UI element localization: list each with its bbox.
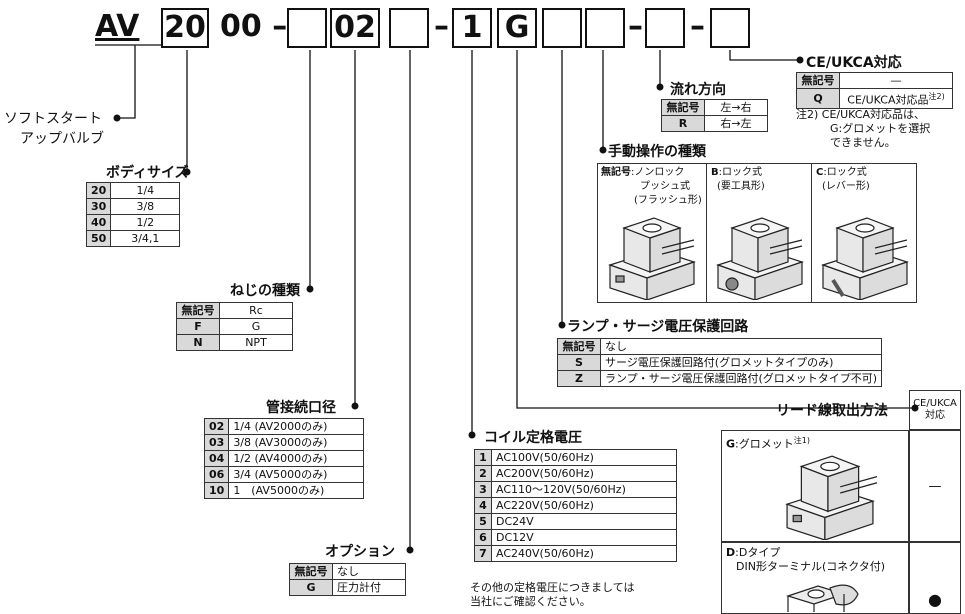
valve-illustration (608, 217, 696, 300)
ce-note-line2: G:グロメットを選択 (830, 122, 931, 135)
ce-note-line1: 注2) CE/UKCA対応品は、 (796, 108, 925, 121)
code-lead-wire: G (497, 8, 537, 48)
body-size-title: ボディサイズ (106, 165, 189, 181)
lead-d-ce: ● (909, 542, 961, 614)
code-thread-slot (287, 8, 327, 48)
surge-title: ランプ・サージ電圧保護回路 (567, 319, 749, 335)
valve-illustration (785, 455, 878, 540)
code-dash-2: – (628, 9, 643, 44)
code-coil-voltage: 1 (452, 8, 492, 48)
ce-title: CE/UKCA対応 (806, 55, 902, 71)
manual-title: 手動操作の種類 (608, 144, 706, 160)
code-body-size: 20 (161, 8, 209, 48)
code-surge-slot (542, 8, 582, 48)
table-row: 無記号なし (557, 338, 883, 355)
coil-voltage-title: コイル定格電圧 (484, 430, 582, 446)
ce-note-line3: できません。 (830, 136, 896, 149)
code-option-slot (389, 8, 429, 48)
product-name-line2: アップバルブ (20, 131, 104, 147)
code-manual-slot (585, 8, 625, 48)
port-size-title: 管接続口径 (266, 400, 336, 416)
flow-title: 流れ方向 (670, 82, 726, 98)
coil-note-line1: その他の定格電圧につきましては (470, 581, 635, 594)
valve-illustration (821, 217, 909, 300)
code-port-size: 02 (330, 8, 380, 48)
code-dash-1: – (434, 9, 449, 44)
valve-illustration (786, 584, 859, 612)
lead-wire-title: リード線取出方法 (776, 403, 888, 419)
code-flow-slot (645, 8, 685, 48)
manual-panel-lock-lever: C:ロック式 (レバー形) (811, 163, 917, 303)
option-title: オプション (325, 544, 395, 560)
code-ce-slot (710, 8, 750, 48)
valve-illustration (716, 217, 804, 300)
code-mid: 00 – (220, 9, 288, 44)
code-prefix: AV (95, 9, 140, 44)
code-dash-3: – (690, 9, 705, 44)
table-row: 無記号なし (289, 563, 406, 580)
lead-g-panel: G:グロメット注1) (721, 430, 909, 542)
coil-note-line2: 当社にご確認ください。 (470, 595, 591, 608)
lead-g-ce: — (909, 430, 961, 542)
table-row: 無記号左→右 (661, 99, 768, 116)
table-row: 無記号— (796, 72, 953, 89)
product-name-line1: ソフトスタート (4, 111, 102, 127)
thread-title: ねじの種類 (230, 283, 300, 299)
